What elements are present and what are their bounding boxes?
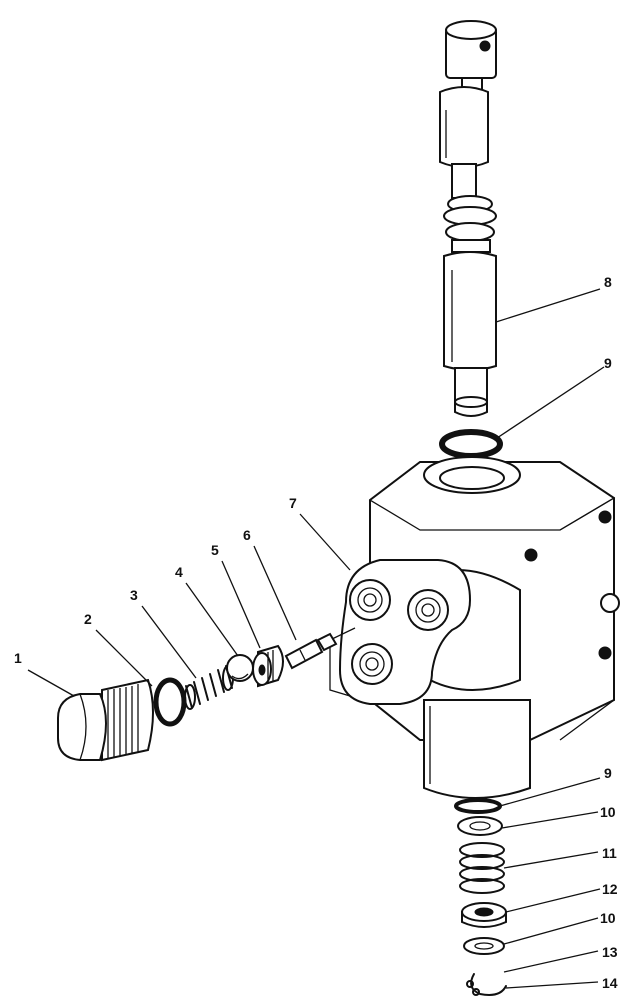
callout-14: 14 bbox=[602, 975, 618, 991]
callout-13: 13 bbox=[602, 944, 618, 960]
washer-part-10-lower bbox=[463, 937, 505, 955]
callout-8: 8 bbox=[604, 274, 612, 290]
valve-body-part-7 bbox=[329, 456, 620, 799]
callout-3: 3 bbox=[130, 587, 138, 603]
callout-5: 5 bbox=[211, 542, 219, 558]
callout-1: 1 bbox=[14, 650, 22, 666]
callout-12: 12 bbox=[602, 881, 618, 897]
callout-2: 2 bbox=[84, 611, 92, 627]
callout-11: 11 bbox=[602, 845, 617, 861]
spacer-part-12 bbox=[461, 902, 507, 928]
lower-stack bbox=[454, 798, 507, 996]
o-ring-part-2 bbox=[153, 677, 187, 727]
callout-10-lower: 10 bbox=[600, 910, 616, 926]
callout-7: 7 bbox=[289, 495, 297, 511]
plug-part-1 bbox=[57, 678, 154, 762]
washer-part-10-upper bbox=[457, 816, 503, 836]
leader-lines bbox=[27, 288, 605, 989]
callout-labels: 1 2 3 4 5 6 7 8 9 9 10 11 12 10 13 14 bbox=[14, 274, 618, 991]
callout-10-upper: 10 bbox=[600, 804, 616, 820]
retaining-ring-part-14 bbox=[466, 973, 507, 996]
callout-4: 4 bbox=[175, 564, 183, 580]
callout-9-upper: 9 bbox=[604, 355, 612, 371]
ball-part-4 bbox=[226, 654, 254, 682]
o-ring-part-9-upper bbox=[439, 429, 503, 459]
callout-6: 6 bbox=[243, 527, 251, 543]
spring-part-11 bbox=[459, 842, 505, 894]
pin-part-6 bbox=[284, 632, 338, 670]
spool-part-8 bbox=[439, 20, 497, 417]
o-ring-part-9-lower bbox=[454, 798, 502, 814]
seat-part-5 bbox=[252, 644, 284, 688]
callout-9-lower: 9 bbox=[604, 765, 612, 781]
